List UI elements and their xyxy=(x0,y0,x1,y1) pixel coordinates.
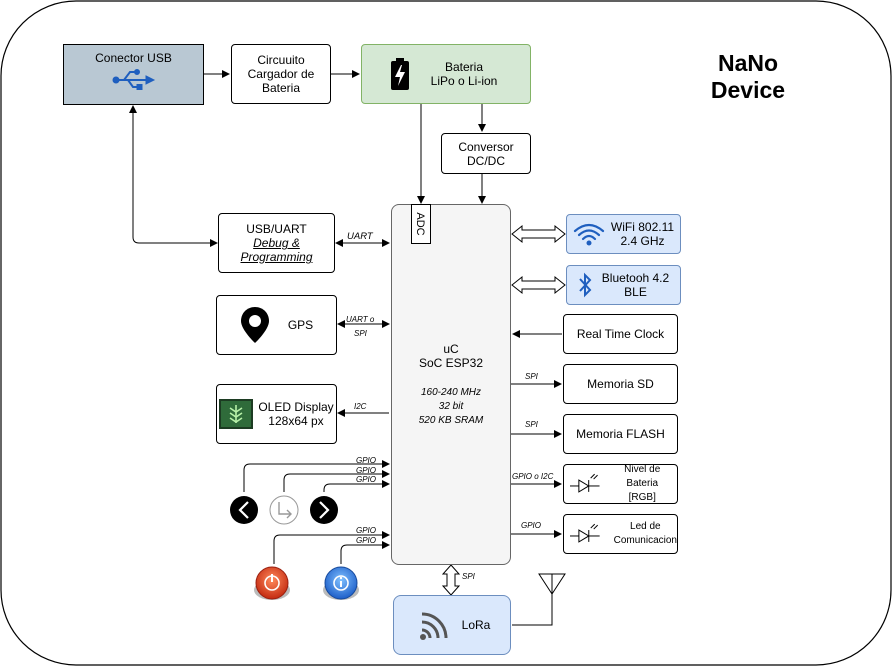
sd-block: Memoria SD xyxy=(563,364,678,404)
gps-label: GPS xyxy=(287,318,314,332)
battery-level-bus-label: GPIO o I2C xyxy=(512,472,554,481)
battery-level-block: Nivel de Bateria [RGB] xyxy=(563,464,678,504)
mcu-line-2: SoC ESP32 xyxy=(418,356,484,370)
wifi-line-1: WiFi 802.11 xyxy=(610,220,675,234)
battery-charge-icon xyxy=(391,58,409,90)
power-button-icon[interactable] xyxy=(254,566,290,600)
sd-bus-label: SPI xyxy=(525,372,538,381)
flash-label: Memoria FLASH xyxy=(576,427,665,441)
uart-label: UART xyxy=(347,231,373,242)
wifi-icon xyxy=(573,223,605,246)
gpio-label-3: GPIO xyxy=(356,475,377,484)
lora-icon xyxy=(419,612,448,640)
oled-bus-label: I2C xyxy=(354,402,367,411)
button-right-icon[interactable] xyxy=(310,496,338,524)
usb-connector-block: Conector USB xyxy=(63,44,204,105)
mcu-specs: 160-240 MHz 32 bit 520 KB SRAM xyxy=(392,386,510,428)
bluetooth-block: Bluetooh 4.2 BLE xyxy=(566,265,681,305)
adc-block xyxy=(411,204,431,244)
gps-block: GPS xyxy=(216,295,337,355)
lora-label: LoRa xyxy=(461,618,491,632)
gps-bus-label-2: SPI xyxy=(354,329,367,338)
dcdc-line-1: Conversor xyxy=(458,139,514,154)
button-enter-icon[interactable] xyxy=(269,495,299,525)
gpio-info-link xyxy=(340,541,390,564)
charger-line-2: Cargador de xyxy=(247,67,315,81)
dcdc-block: Conversor DC/DC xyxy=(441,133,531,174)
mcu-label: uC SoC ESP32 xyxy=(392,342,510,370)
diode-icon xyxy=(570,523,600,543)
led-line-1: Led de xyxy=(630,521,661,532)
bluetooth-link xyxy=(511,275,566,295)
battery-block: Bateria LiPo o Li-ion xyxy=(361,44,531,104)
usb-uart-line-1: USB/UART xyxy=(246,222,307,236)
device-title: NaNo Device xyxy=(692,50,804,104)
battery-level-line-2: [RGB] xyxy=(628,492,656,503)
gpio-label-1: GPIO xyxy=(356,456,377,465)
lora-antenna-link xyxy=(512,582,553,626)
mcu-block xyxy=(391,204,511,565)
button-left-icon[interactable] xyxy=(230,496,258,524)
charger-line-3: Bateria xyxy=(261,81,301,95)
bluetooth-icon xyxy=(579,272,592,298)
dcdc-line-2: DC/DC xyxy=(467,153,505,168)
map-pin-icon xyxy=(240,307,269,343)
charger-line-1: Circuuito xyxy=(257,53,305,67)
usb-icon xyxy=(112,69,155,90)
lora-bus-label: SPI xyxy=(462,572,475,581)
sd-label: Memoria SD xyxy=(587,377,654,391)
mcu-spec-1: 160-240 MHz xyxy=(420,387,482,398)
battery-level-line-1: Nivel de Bateria xyxy=(624,464,661,489)
gpio-left-link xyxy=(243,460,390,492)
oled-block: OLED Display 128x64 px xyxy=(216,384,337,444)
diode-icon xyxy=(570,473,600,493)
gpio-enter-link xyxy=(283,470,390,492)
oled-line-1: OLED Display xyxy=(258,400,334,414)
gpio-label-4: GPIO xyxy=(356,526,377,535)
led-block: Led de Comunicacion xyxy=(563,514,678,554)
lora-block: LoRa xyxy=(393,595,511,655)
charger-block: Circuuito Cargador de Bateria xyxy=(231,44,331,104)
gpio-label-5: GPIO xyxy=(356,536,377,545)
gpio-right-link xyxy=(323,480,390,492)
oled-icon xyxy=(219,399,254,429)
wifi-block: WiFi 802.11 2.4 GHz xyxy=(566,214,681,254)
usb-uart-line-3: Programming xyxy=(240,250,313,264)
mcu-line-1: uC xyxy=(443,342,459,356)
title-line-2: Device xyxy=(710,77,786,103)
antenna-icon xyxy=(538,573,566,595)
battery-line-2: LiPo o Li-ion xyxy=(430,74,498,88)
mcu-spec-3: 520 KB SRAM xyxy=(418,415,484,426)
title-line-1: NaNo xyxy=(717,50,779,76)
info-button-icon[interactable] xyxy=(323,566,359,600)
adc-label: ADC xyxy=(414,212,426,236)
usb-to-uart-link xyxy=(129,105,218,247)
rtc-label: Real Time Clock xyxy=(576,327,665,341)
usb-uart-block: USB/UART Debug & Programming xyxy=(218,213,335,273)
gps-bus-label-1: UART o xyxy=(346,315,375,324)
wifi-link xyxy=(511,224,566,244)
led-line-2: Comunicacion xyxy=(613,535,677,546)
flash-bus-label: SPI xyxy=(525,420,538,429)
oled-line-2: 128x64 px xyxy=(268,414,324,428)
bluetooth-line-2: BLE xyxy=(624,285,647,299)
rtc-block: Real Time Clock xyxy=(563,314,678,354)
bluetooth-line-1: Bluetooh 4.2 xyxy=(601,271,670,285)
led-bus-label: GPIO xyxy=(521,521,542,530)
mcu-spec-2: 32 bit xyxy=(438,401,464,412)
gpio-label-2: GPIO xyxy=(356,466,377,475)
battery-line-1: Bateria xyxy=(444,60,484,74)
gpio-power-link xyxy=(273,531,390,564)
usb-connector-label: Conector USB xyxy=(95,51,172,65)
flash-block: Memoria FLASH xyxy=(563,414,678,454)
usb-uart-line-2: Debug & xyxy=(253,236,300,250)
wifi-line-2: 2.4 GHz xyxy=(620,234,665,248)
